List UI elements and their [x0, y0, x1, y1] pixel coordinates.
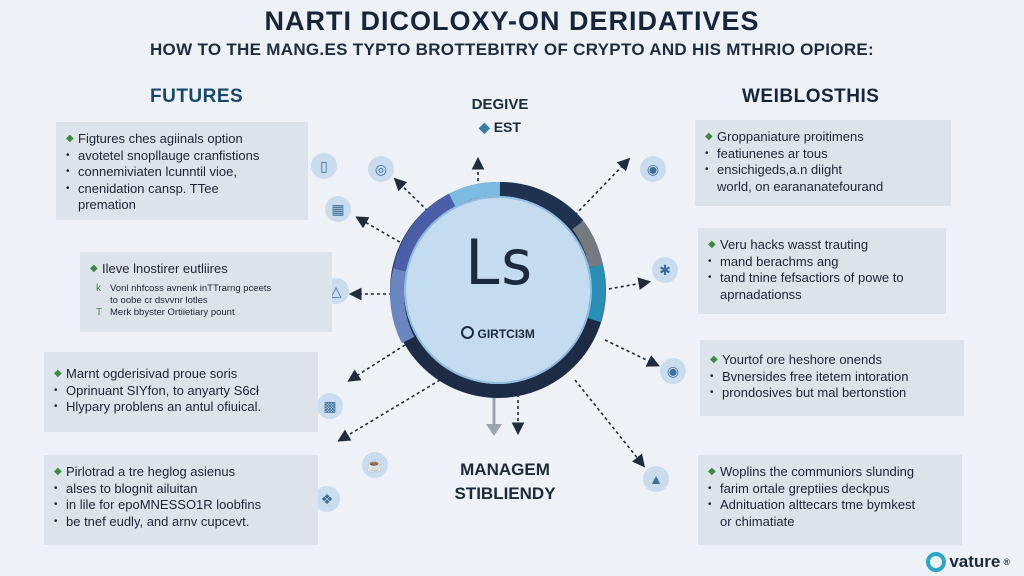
globe-icon: ◉	[640, 156, 666, 182]
mug-icon: ☕	[362, 452, 388, 478]
connector	[574, 157, 631, 216]
connector	[355, 216, 406, 246]
chart-icon: ▲	[643, 466, 669, 492]
info-box-left-1: ◆Figtures ches agiinals option •avotetel…	[56, 122, 308, 220]
brand-ring-icon	[926, 552, 947, 572]
connector	[337, 379, 441, 442]
target-icon: ◎	[368, 156, 394, 182]
top-center-line2: EST	[493, 119, 521, 135]
top-center-line1: DEGIVE	[471, 96, 529, 113]
book-icon: ▯	[311, 153, 337, 179]
top-center-label: DEGIVE ◆ EST	[440, 96, 560, 136]
info-box-right-2: ◆Veru hacks wasst trauting •mand berachm…	[698, 228, 946, 314]
info-box-left-4: ◆Pirlotrad a tre heglog asienus •alses t…	[44, 455, 318, 545]
connector	[347, 344, 406, 382]
grid-icon: ▦	[325, 196, 351, 222]
info-box-right-3: ◆Yourtof ore heshore onends •Bvnersides …	[700, 340, 964, 416]
hub-label-text: GIRTCI3M	[477, 327, 535, 341]
bottom-center-label: MANAGEM STIBLIENDY	[420, 458, 590, 506]
bottom-center-line2: STIBLIENDY	[454, 484, 556, 503]
dragon-icon: ✱	[652, 257, 678, 283]
info-box-right-4: ◆Woplins the communiors slunding •farim …	[698, 455, 962, 545]
top-center-icon: ◆	[479, 119, 490, 135]
page-subtitle: HOW TO THE MANG.ES TYPTO BROTTEBITRY OF …	[149, 40, 875, 59]
page-title: NARTI DICOLOXY-ON DERIDATIVES	[264, 6, 760, 36]
info-box-left-3: ◆Marnt ogderisivad proue soris •Oprinuan…	[44, 352, 318, 432]
trophy-icon: ▩	[317, 393, 343, 419]
connector	[602, 277, 652, 291]
hub-ring	[390, 181, 606, 398]
info-box-right-1: ◆Groppaniature proitimens •featiunenes a…	[695, 120, 951, 206]
bottom-center-line1: MANAGEM	[460, 460, 550, 479]
brand-logo: vature ®	[926, 552, 1010, 572]
hub-label: GIRTCI3M	[448, 326, 548, 341]
hub-core	[404, 196, 592, 384]
section-heading-futures: FUTURES	[150, 86, 244, 107]
pig-icon: ◉	[660, 358, 686, 384]
connector	[574, 379, 645, 468]
shield-icon: ❖	[314, 486, 340, 512]
connector	[393, 177, 433, 216]
brand-name: vature	[949, 552, 1001, 571]
connector	[604, 339, 660, 367]
hub-logo-icon	[461, 326, 475, 339]
hub-logo-mark: Ls	[464, 226, 536, 299]
section-heading-right: WEIBLOSTHIS	[742, 86, 880, 107]
